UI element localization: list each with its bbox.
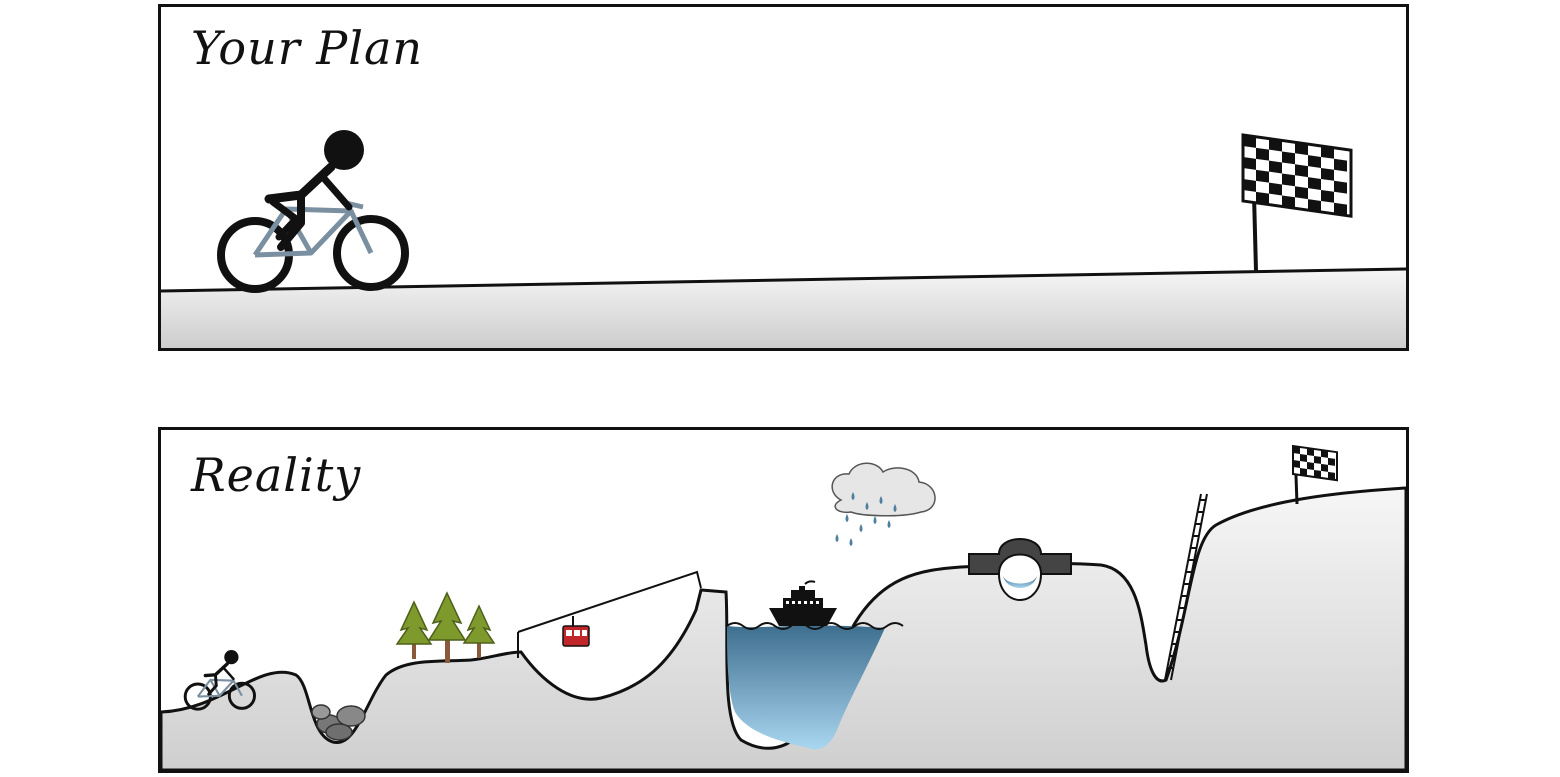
pine-tree-icon (427, 591, 467, 663)
reality-illustration (161, 444, 1406, 770)
cyclist-icon (217, 130, 409, 293)
plan-panel: Your Plan (158, 4, 1409, 351)
plan-title: Your Plan (191, 21, 424, 75)
plan-illustration (161, 130, 1406, 348)
cyclist-icon (183, 649, 256, 711)
ladder-icon (1164, 493, 1208, 681)
checkered-flag-icon (1241, 133, 1353, 272)
pine-tree-icon (395, 600, 433, 659)
lake (726, 622, 904, 750)
cable-line (517, 570, 702, 658)
reality-title: Reality (191, 448, 362, 502)
plan-ground (161, 269, 1406, 348)
rain-cloud-icon (831, 462, 936, 546)
cable-car-icon (562, 616, 590, 647)
pine-tree-icon (462, 604, 496, 658)
ship-icon (769, 580, 837, 626)
checkered-flag-icon (1292, 444, 1338, 505)
bridge-icon (968, 538, 1072, 602)
rocks-icon (311, 704, 366, 741)
reality-panel: Reality (158, 427, 1409, 773)
